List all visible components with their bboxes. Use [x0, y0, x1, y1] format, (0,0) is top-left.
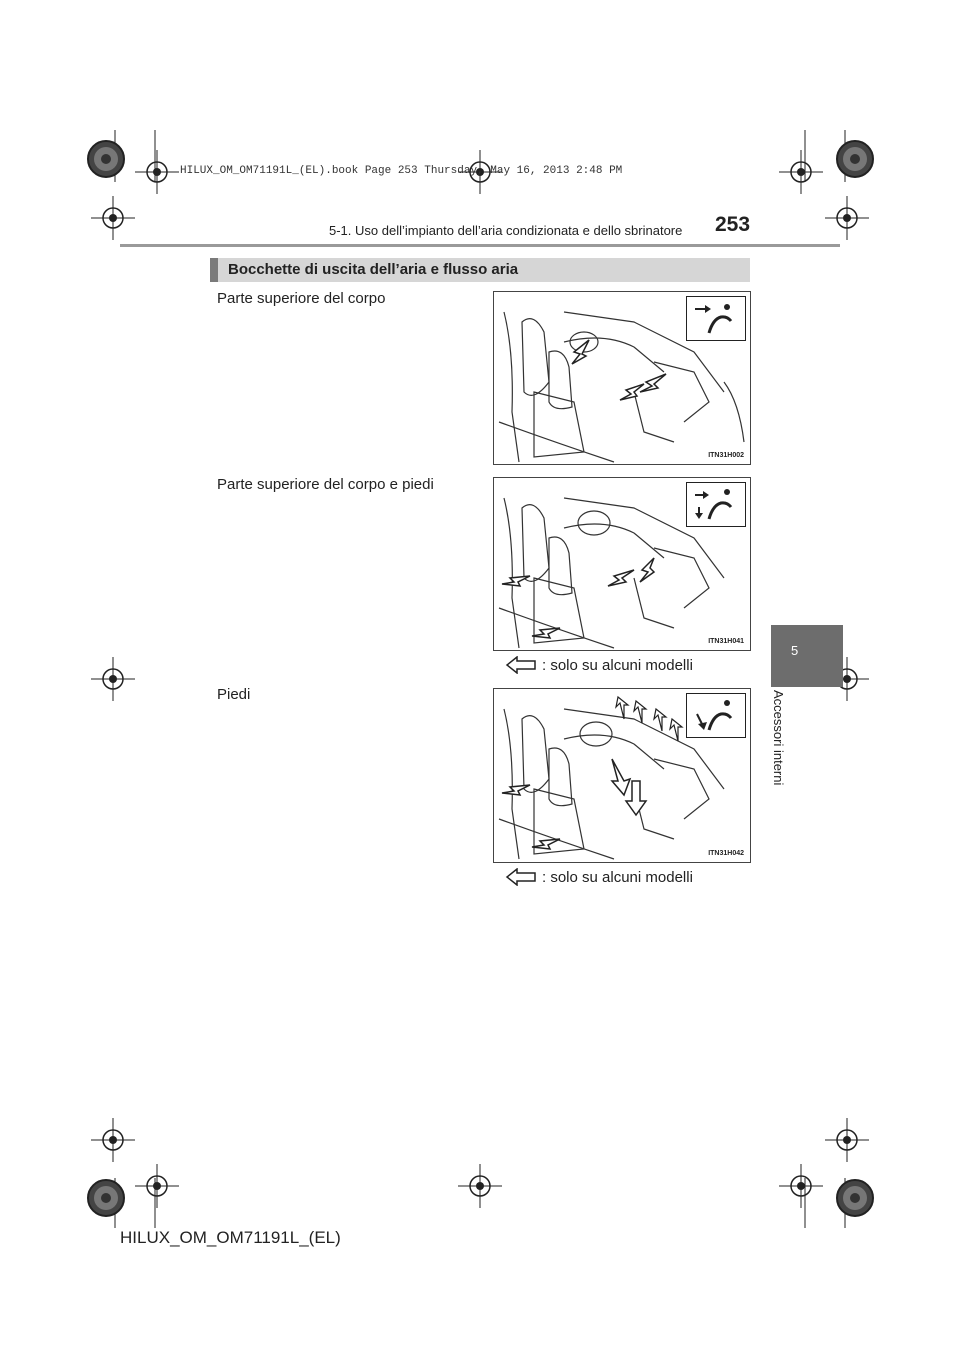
bi-level-vent-icon	[686, 482, 746, 527]
page-number: 253	[715, 213, 751, 236]
car-interior-illustration	[498, 695, 725, 860]
figure-code: ITN31H041	[708, 638, 744, 645]
caption-feet: Piedi	[217, 686, 251, 703]
car-interior-illustration	[498, 311, 745, 463]
header-rule	[120, 244, 840, 247]
caption-upper-body: Parte superiore del corpo	[217, 290, 386, 307]
figure-code: ITN31H002	[708, 452, 744, 459]
caption-upper-body-feet: Parte superiore del corpo e piedi	[217, 476, 434, 493]
chapter-tab	[771, 625, 843, 687]
face-vent-icon	[686, 296, 746, 341]
section-heading-text: Bocchette di uscita dell’aria e flusso a…	[228, 261, 519, 278]
document-code: HILUX_OM_OM71191L_(EL)	[120, 1228, 341, 1247]
section-heading: Bocchette di uscita dell’aria e flusso a…	[210, 258, 750, 282]
outline-arrow-icon	[505, 656, 536, 674]
print-info: HILUX_OM_OM71191L_(EL).book Page 253 Thu…	[180, 165, 623, 177]
figure-upper-body: ITN31H002	[493, 291, 751, 465]
figure-code: ITN31H042	[708, 850, 744, 857]
car-interior-illustration	[498, 497, 725, 649]
outline-arrow-icon	[505, 868, 536, 886]
chapter-label: Accessori interni	[771, 690, 786, 786]
figure-upper-body-feet: ITN31H041	[493, 477, 751, 651]
figure-feet: ITN31H042	[493, 688, 751, 863]
foot-vent-icon	[686, 693, 746, 738]
section-title: 5-1. Uso dell’impianto dell’aria condizi…	[329, 223, 683, 238]
chapter-number: 5	[791, 643, 799, 658]
